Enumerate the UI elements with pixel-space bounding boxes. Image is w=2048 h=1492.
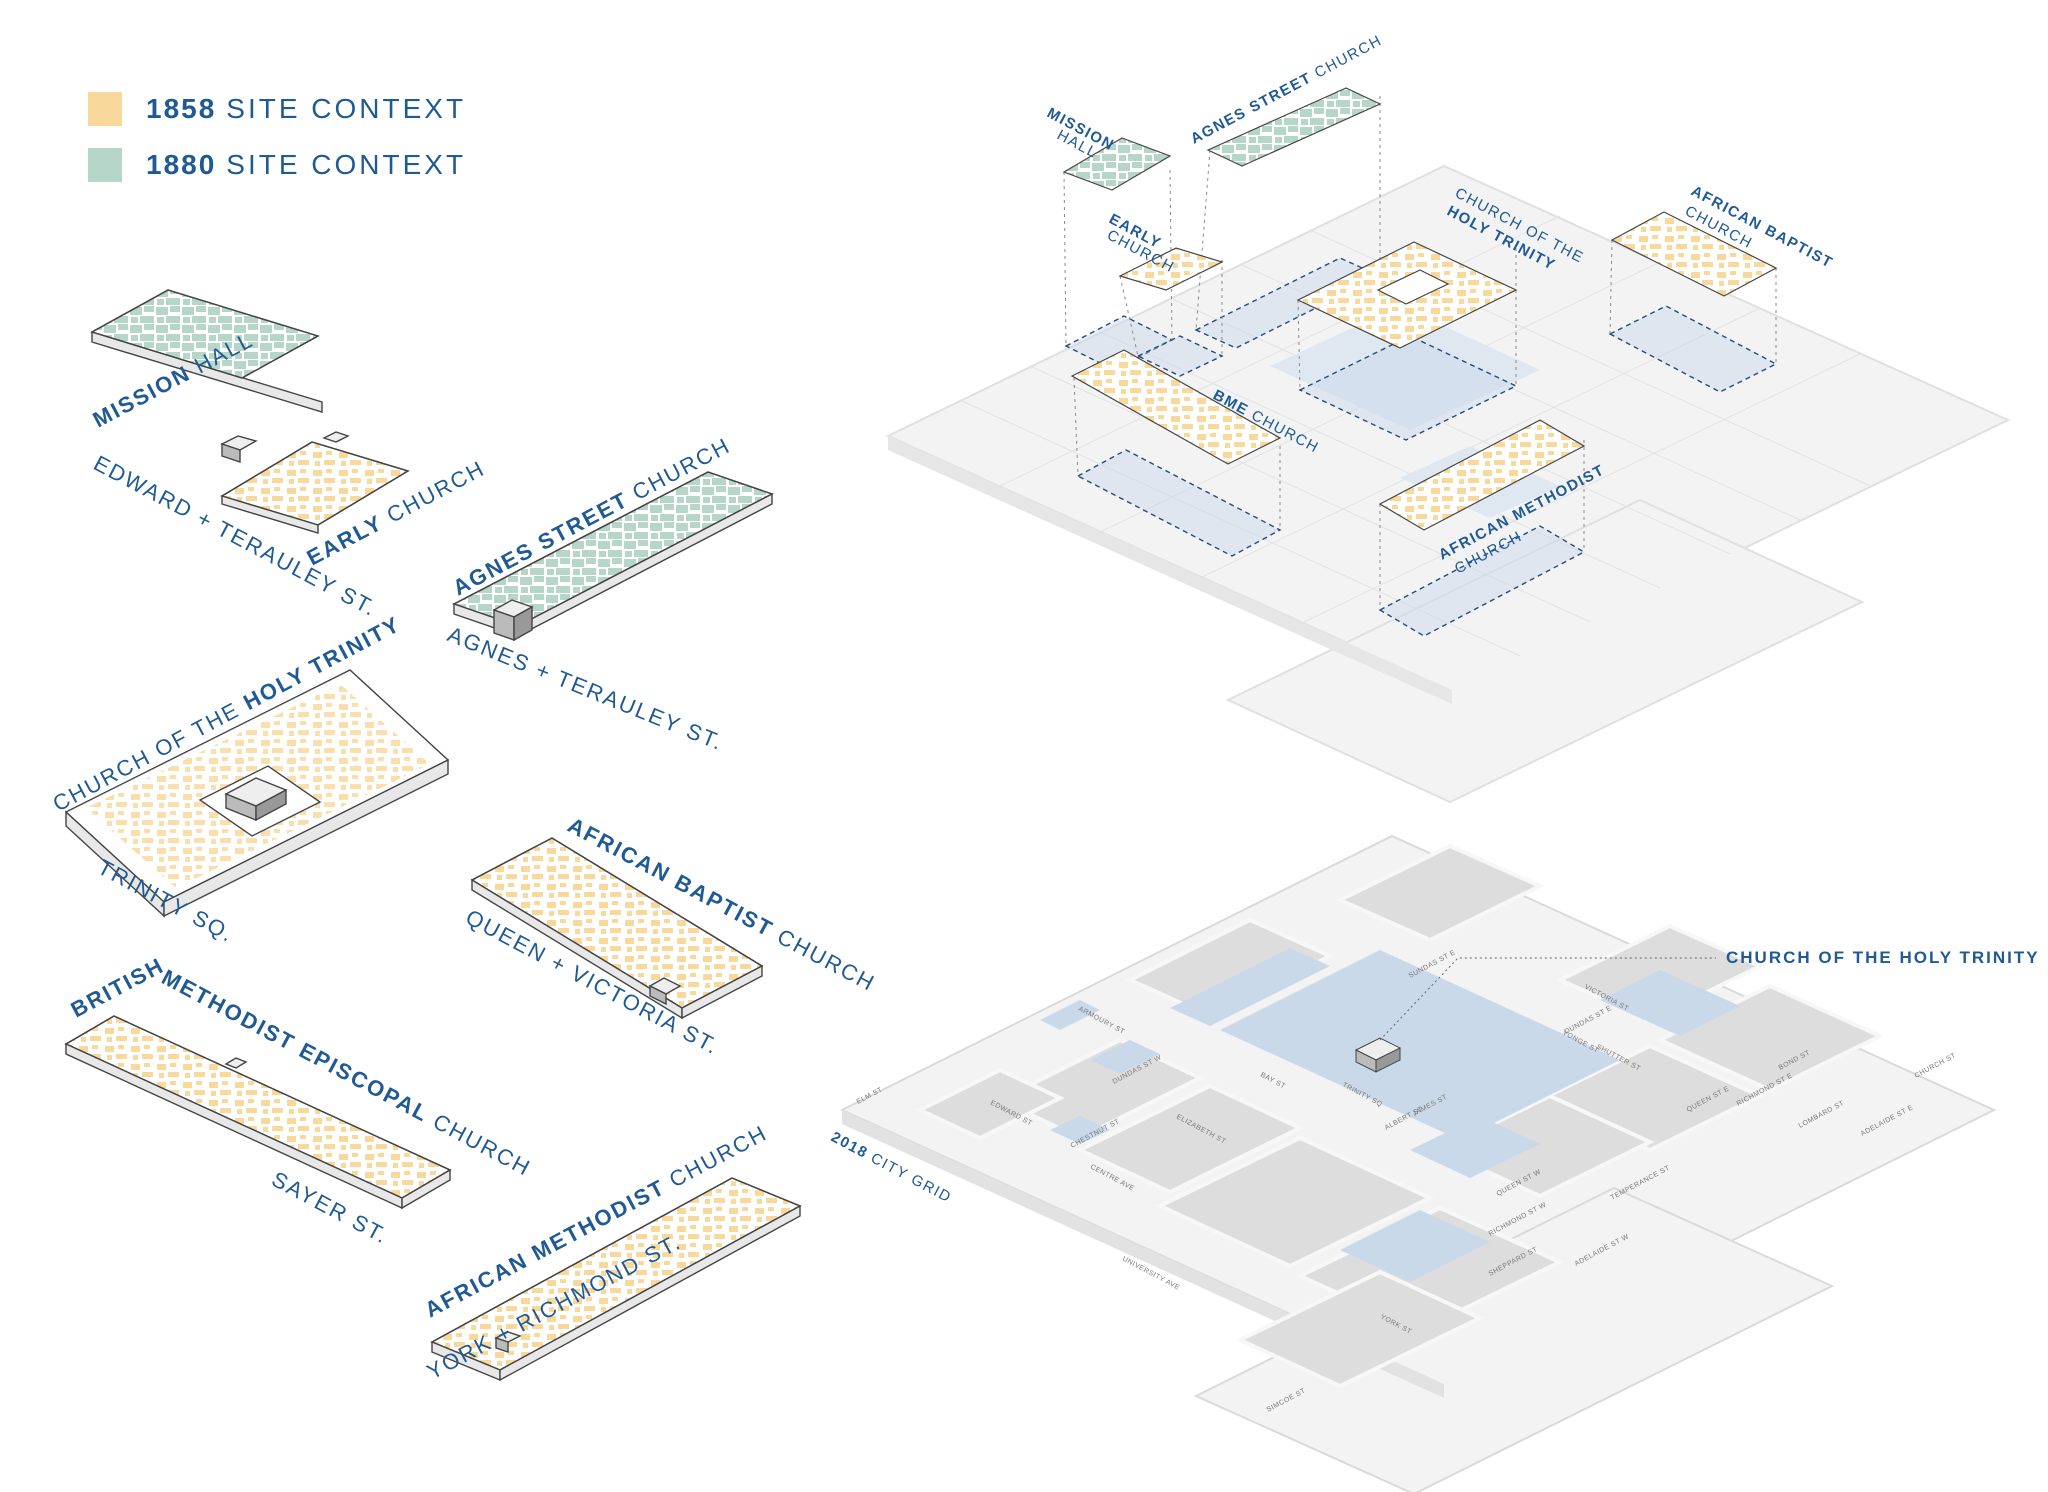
label-early-rest: CHURCH — [383, 455, 490, 527]
label-mission-bold: MISSION — [89, 360, 195, 432]
footprint-agnes — [1194, 257, 1382, 349]
legend-label-1880: SITE CONTEXT — [226, 149, 467, 180]
label-bme-british: BRITISH — [67, 952, 169, 1022]
legend-swatch-1880 — [88, 148, 122, 182]
city-building-central — [1220, 950, 1620, 1140]
city-grid-map: ELM ST EDWARD ST DUNDAS ST W ELIZABETH S… — [828, 834, 1997, 1492]
city-building — [1170, 948, 1330, 1026]
city-block — [1335, 843, 1545, 943]
float-baptist — [1610, 211, 1778, 297]
city-building — [1410, 1116, 1540, 1178]
top-map-base-edge — [888, 436, 1452, 704]
plate-early-church — [220, 431, 410, 534]
float-trinity-core — [1376, 269, 1450, 305]
city-building — [1600, 970, 1740, 1036]
legend-item-1858: 1858 SITE CONTEXT — [88, 92, 466, 126]
city-block — [915, 1067, 1065, 1141]
footprint-bme — [1076, 449, 1282, 557]
footprint-baptist — [1608, 305, 1778, 393]
city-building — [1090, 1040, 1160, 1074]
trinity-model-right — [1375, 1047, 1401, 1073]
legend-year-1880: 1880 — [146, 149, 217, 180]
label-agnes-address: AGNES + TERAULEY ST. — [444, 621, 727, 755]
site-plates — [64, 289, 802, 1382]
legend-swatch-1858 — [88, 92, 122, 126]
float-agnes — [1206, 87, 1382, 167]
top-map-base-extension — [1225, 498, 1865, 804]
plate-african-baptist — [470, 837, 764, 1020]
callout-leader-line — [1379, 957, 1716, 1041]
holy-trinity-callout: CHURCH OF THE HOLY TRINITY — [1726, 948, 2040, 967]
city-block — [1435, 1093, 1655, 1199]
legend-label-1858: SITE CONTEXT — [226, 93, 467, 124]
city-building — [1050, 1116, 1110, 1144]
legend: 1858 SITE CONTEXT 1880 SITE CONTEXT — [88, 92, 466, 204]
plate-holy-trinity — [64, 669, 450, 918]
city-block — [1235, 1269, 1485, 1389]
float-bme — [1070, 349, 1282, 465]
plate-bme — [64, 1015, 452, 1210]
legend-item-1880: 1880 SITE CONTEXT — [88, 148, 466, 182]
city-block — [1155, 1135, 1435, 1269]
footprint-early — [1136, 335, 1224, 377]
historic-overlay-map: MISSION HALL AGNES STREET CHURCH EARLY C… — [885, 32, 2011, 804]
top-map-base — [885, 164, 2011, 692]
legend-year-1858: 1858 — [146, 93, 217, 124]
label-baptist-rest: CHURCH — [773, 924, 880, 996]
plate-agnes-street — [452, 471, 774, 642]
city-building — [1040, 1000, 1100, 1030]
plate-mission-hall — [90, 289, 323, 463]
float-methodist — [1378, 419, 1586, 531]
float-early — [1118, 247, 1224, 291]
footprint-methodist — [1378, 525, 1586, 637]
float-mission — [1062, 137, 1172, 191]
city-block — [995, 1037, 1205, 1141]
city-block — [1075, 1083, 1305, 1195]
footprint-trinity — [1298, 335, 1518, 441]
street-label: CHURCH ST — [1914, 1052, 1958, 1080]
label-methodist-rest: CHURCH — [665, 1120, 772, 1192]
city-building — [1340, 1210, 1490, 1282]
top-map-buildings-center — [1270, 306, 1540, 430]
top-label-agnes-rest: CHURCH — [1312, 32, 1385, 82]
plate-african-methodist — [430, 1177, 802, 1382]
